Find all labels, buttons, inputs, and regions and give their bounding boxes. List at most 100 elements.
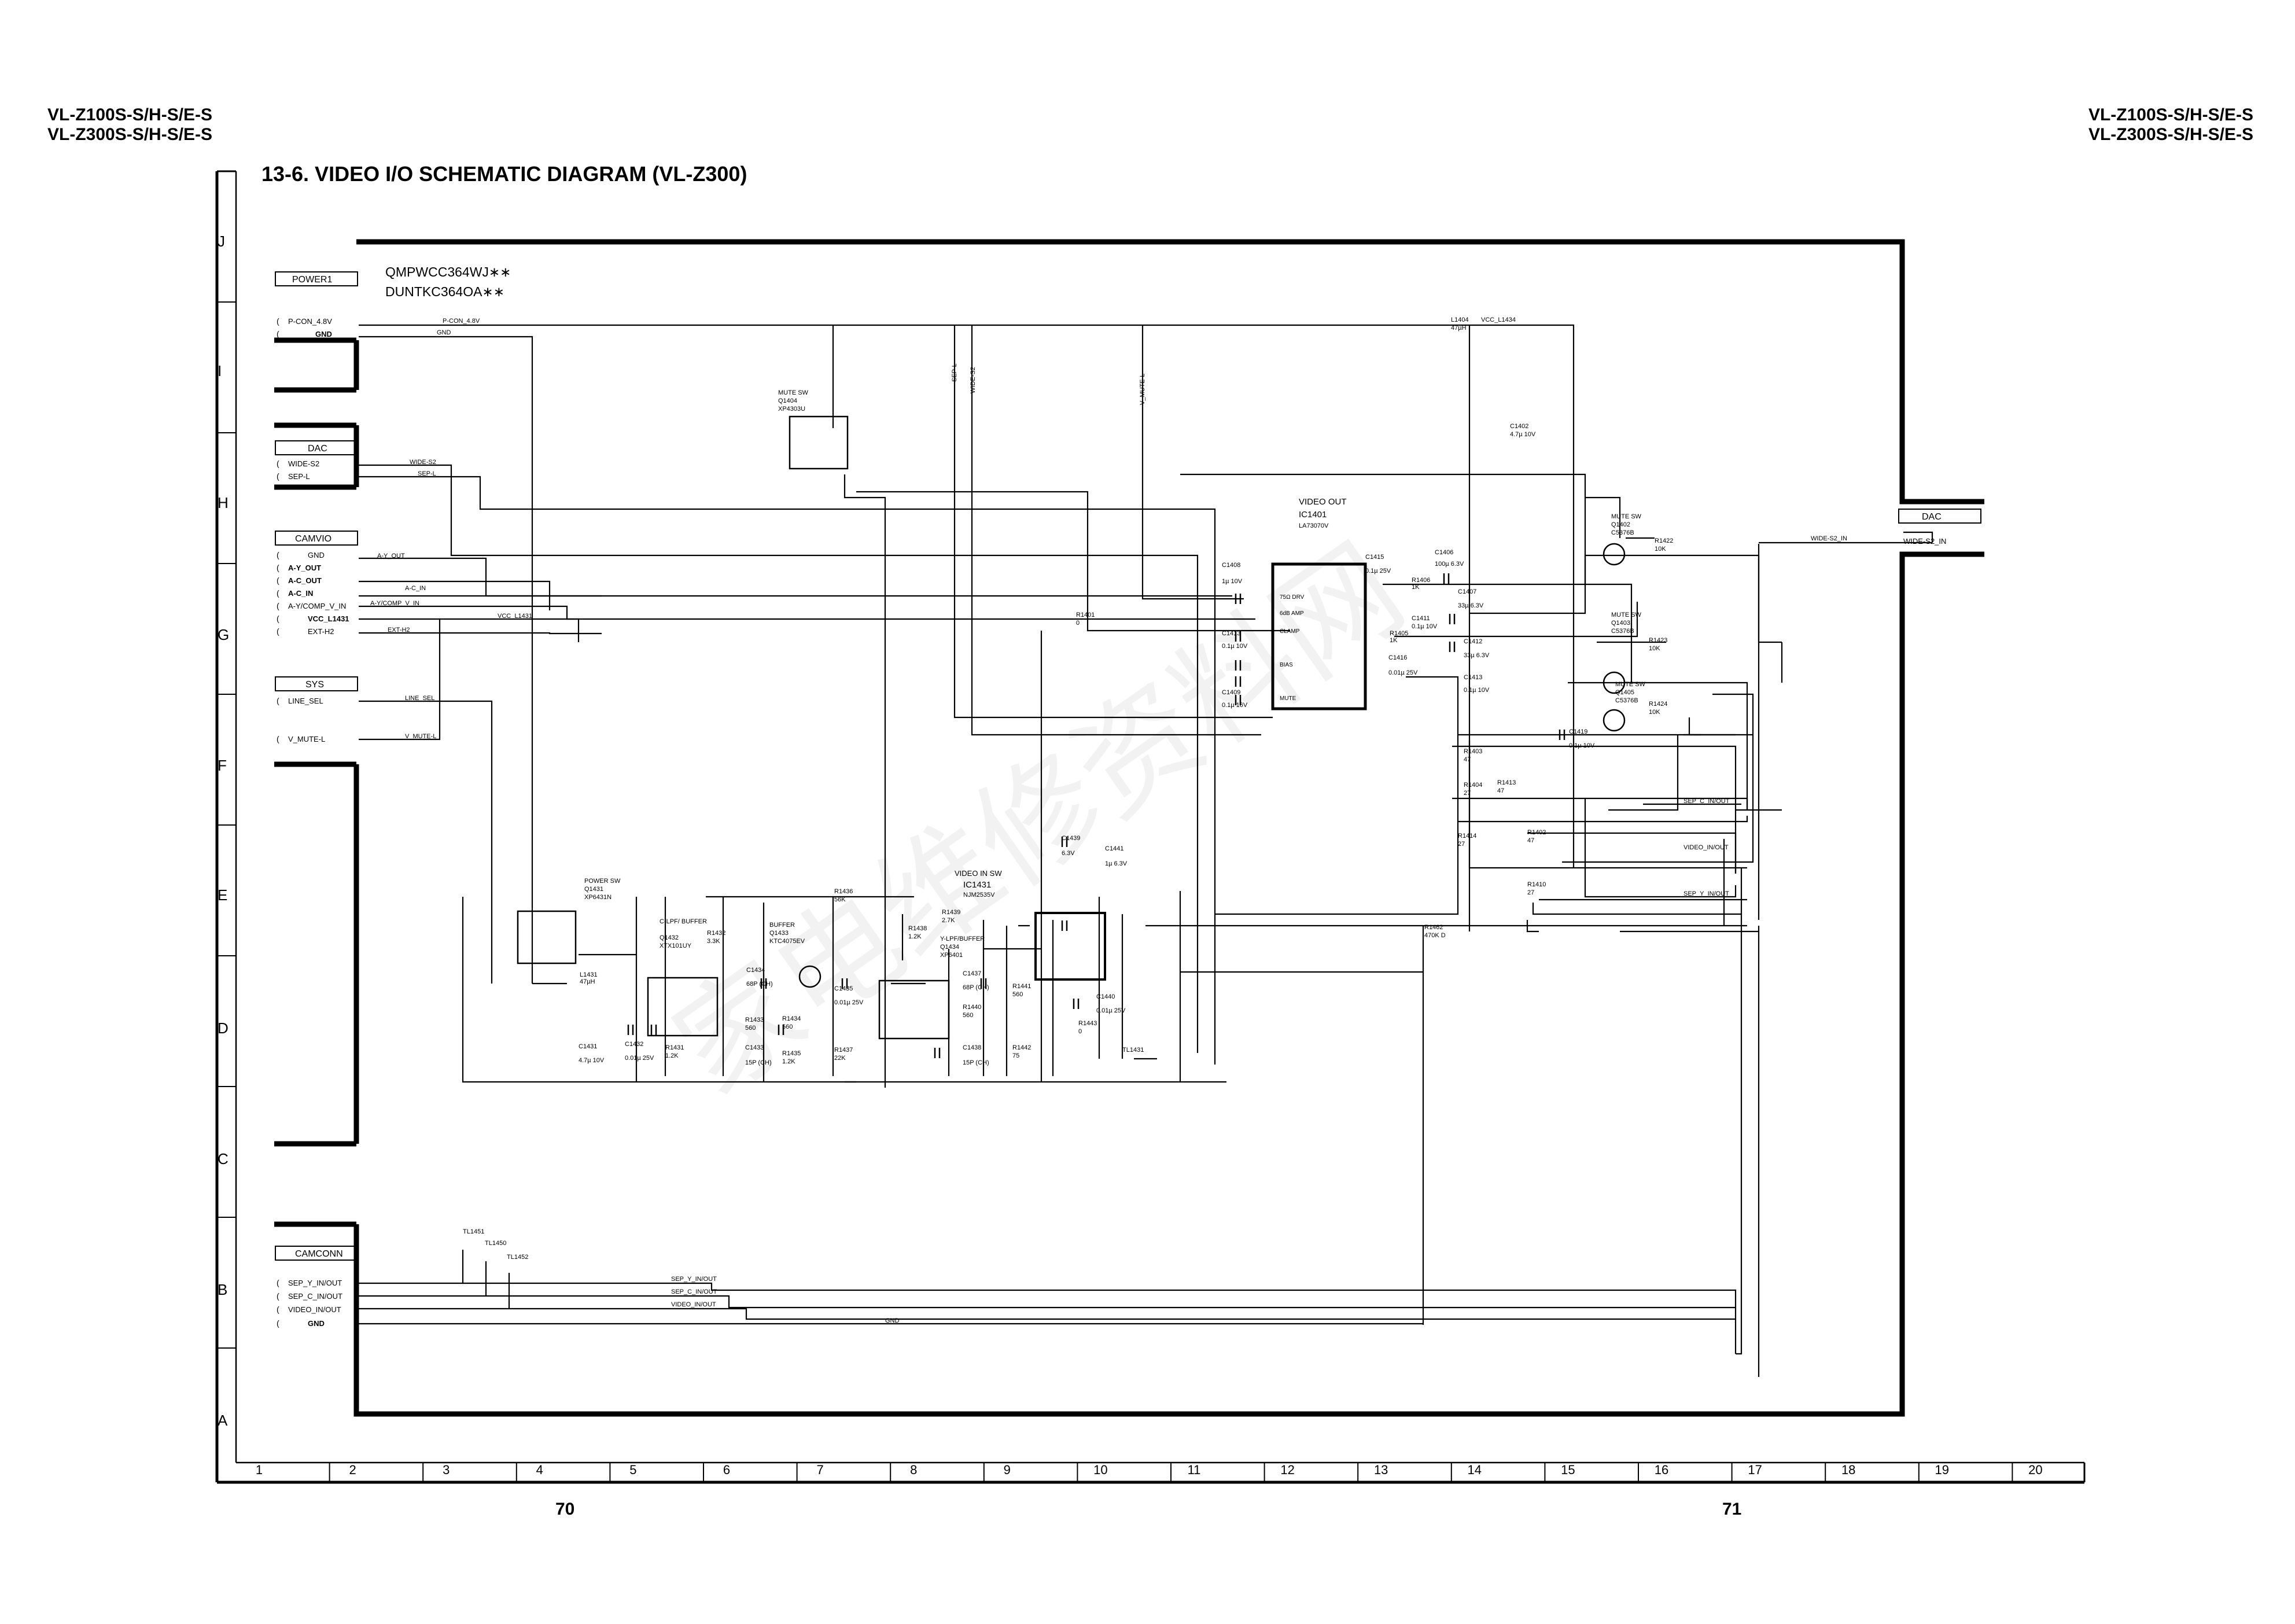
c1407-ref: C1407 — [1458, 588, 1476, 595]
grid-column-label: 4 — [536, 1463, 543, 1477]
q1404-name: MUTE SW — [778, 389, 809, 396]
q1433-part: KTC4075EV — [769, 938, 805, 945]
net-label: SEP_C_IN/OUT — [671, 1288, 717, 1295]
r1439-ref: R1439 — [942, 909, 960, 916]
grid-column-label: 13 — [1373, 1463, 1388, 1477]
c1438-ref: C1438 — [963, 1044, 981, 1051]
c1437-ref: C1437 — [963, 970, 981, 977]
c1412-val: 33µ 6.3V — [1464, 652, 1490, 659]
net-label: A-Y_OUT — [377, 553, 405, 559]
grid-row-label: I — [218, 362, 222, 380]
q1404-ref: Q1404 — [778, 397, 797, 404]
r1438-val: 1.2K — [908, 933, 922, 940]
q1405-symbol — [1603, 709, 1626, 732]
grid-row-label: G — [218, 626, 230, 643]
pin-cam-gnd: GND — [308, 551, 325, 559]
grid-column-label: 2 — [349, 1463, 356, 1477]
r1410-ref: R1410 — [1527, 881, 1546, 888]
pin-ext-h2: EXT-H2 — [308, 627, 334, 636]
model-line-2: VL-Z300S-S/H-S/E-S — [2088, 125, 2253, 144]
ic1401-block: BIAS — [1280, 662, 1293, 668]
q1433-symbol — [798, 965, 822, 988]
c1413-val-2: 0.1µ 10V — [1464, 687, 1490, 694]
r1413-ref: R1413 — [1497, 779, 1516, 786]
r1422-val: 10K — [1655, 546, 1666, 553]
r1405-val: 1K — [1390, 637, 1398, 644]
connector-box-dac-right — [1898, 509, 1981, 524]
tl1450-ref: TL1450 — [485, 1240, 506, 1247]
pin-terminal-icon: ( — [277, 459, 279, 468]
c1435-val: 0.01µ 25V — [834, 999, 864, 1006]
l1431-ref: L1431 — [580, 971, 598, 978]
r1441-val: 560 — [1012, 991, 1023, 998]
r1410-val: 27 — [1527, 889, 1534, 896]
pin-v-mute: V_MUTE-L — [288, 735, 325, 743]
c1406-ref: C1406 — [1435, 549, 1453, 556]
c1434-ref: C1434 — [746, 967, 765, 974]
net-label: P-CON_4.8V — [443, 318, 480, 325]
c1409-ref: C1409 — [1222, 689, 1240, 696]
pin-wide-s2-in: WIDE-S2_IN — [1903, 537, 1946, 546]
net-label: SEP-L — [951, 363, 958, 382]
q1431-ref: Q1431 — [584, 886, 603, 893]
c1435-ref: C1435 — [834, 985, 853, 992]
l1404-val: 47µH — [1451, 325, 1467, 332]
c1434-val: 68P (CH) — [746, 981, 773, 988]
model-line-2: VL-Z300S-S/H-S/E-S — [47, 125, 213, 144]
q1432-ref: Q1432 — [660, 934, 679, 941]
c1440-ref: C1440 — [1096, 993, 1115, 1000]
r1422-ref: R1422 — [1655, 537, 1673, 544]
pin-sep-l: SEP-L — [288, 472, 310, 481]
pin-terminal-icon: ( — [277, 1305, 279, 1314]
ic1401-block: 75Ω DRV — [1280, 594, 1305, 601]
c1433-val: 15P (CH) — [745, 1059, 772, 1066]
grid-row-label: B — [218, 1281, 228, 1298]
q1431-part: XP6431N — [584, 894, 611, 901]
r1437-ref: R1437 — [834, 1047, 853, 1054]
grid-row-label: J — [218, 233, 225, 250]
grid-column-label: 8 — [910, 1463, 918, 1477]
r1402-val: 47 — [1527, 837, 1534, 844]
c1409-val: 0.1µ 16V — [1222, 702, 1248, 709]
q1431-name: POWER SW — [584, 878, 621, 885]
pin-terminal-icon: ( — [277, 601, 279, 610]
pin-terminal-icon: ( — [277, 563, 279, 572]
r1440-ref: R1440 — [963, 1004, 981, 1011]
grid-column-label: 12 — [1280, 1463, 1295, 1477]
r1406-ref: R1406 — [1412, 577, 1430, 584]
c1433-ref: C1433 — [745, 1044, 764, 1051]
q1402-name: MUTE SW — [1611, 513, 1642, 520]
r1433-val: 560 — [745, 1025, 756, 1032]
r1405-ref: R1405 — [1390, 630, 1408, 637]
q1434-ref: Q1434 — [940, 944, 959, 951]
c1416-ref: C1416 — [1388, 654, 1407, 661]
pin-wide-s2: WIDE-S2 — [288, 459, 319, 468]
ic1401-part: LA73070V — [1299, 522, 1329, 529]
ic1401-symbol — [1271, 562, 1367, 710]
c1439-ref: C1439 — [1062, 835, 1080, 842]
c1408-val: 1µ 10V — [1222, 578, 1243, 585]
r1414-ref: R1414 — [1458, 833, 1476, 839]
net-label: VIDEO_IN/OUT — [1684, 844, 1729, 851]
grid-column-label: 7 — [816, 1463, 824, 1477]
c1408-ref: C1408 — [1222, 562, 1240, 569]
q1405-name: MUTE SW — [1615, 681, 1646, 688]
page-number-left: 70 — [555, 1500, 575, 1519]
grid-row-label: F — [218, 757, 227, 774]
pin-sep-y: SEP_Y_IN/OUT — [288, 1279, 342, 1287]
pin-terminal-icon: ( — [277, 472, 279, 481]
power1-label: POWER1 — [292, 275, 332, 285]
r1424-ref: R1424 — [1649, 701, 1667, 708]
q1404-block — [789, 415, 849, 470]
r1406-val: 1K — [1412, 584, 1420, 591]
r1435-val: 1.2K — [782, 1058, 795, 1065]
net-label: EXT-H2 — [388, 627, 410, 634]
grid-column-label: 5 — [629, 1463, 637, 1477]
r1402-ref: R1402 — [1527, 829, 1546, 836]
r1435-ref: R1435 — [782, 1050, 801, 1057]
c1413-val: 0.1µ 10V — [1222, 643, 1248, 650]
net-label: A-C_IN — [405, 585, 426, 592]
r1434-ref: R1434 — [782, 1015, 801, 1022]
q1432-name: C-LPF/ BUFFER — [660, 918, 707, 925]
r1439-val: 2.7K — [942, 917, 955, 924]
